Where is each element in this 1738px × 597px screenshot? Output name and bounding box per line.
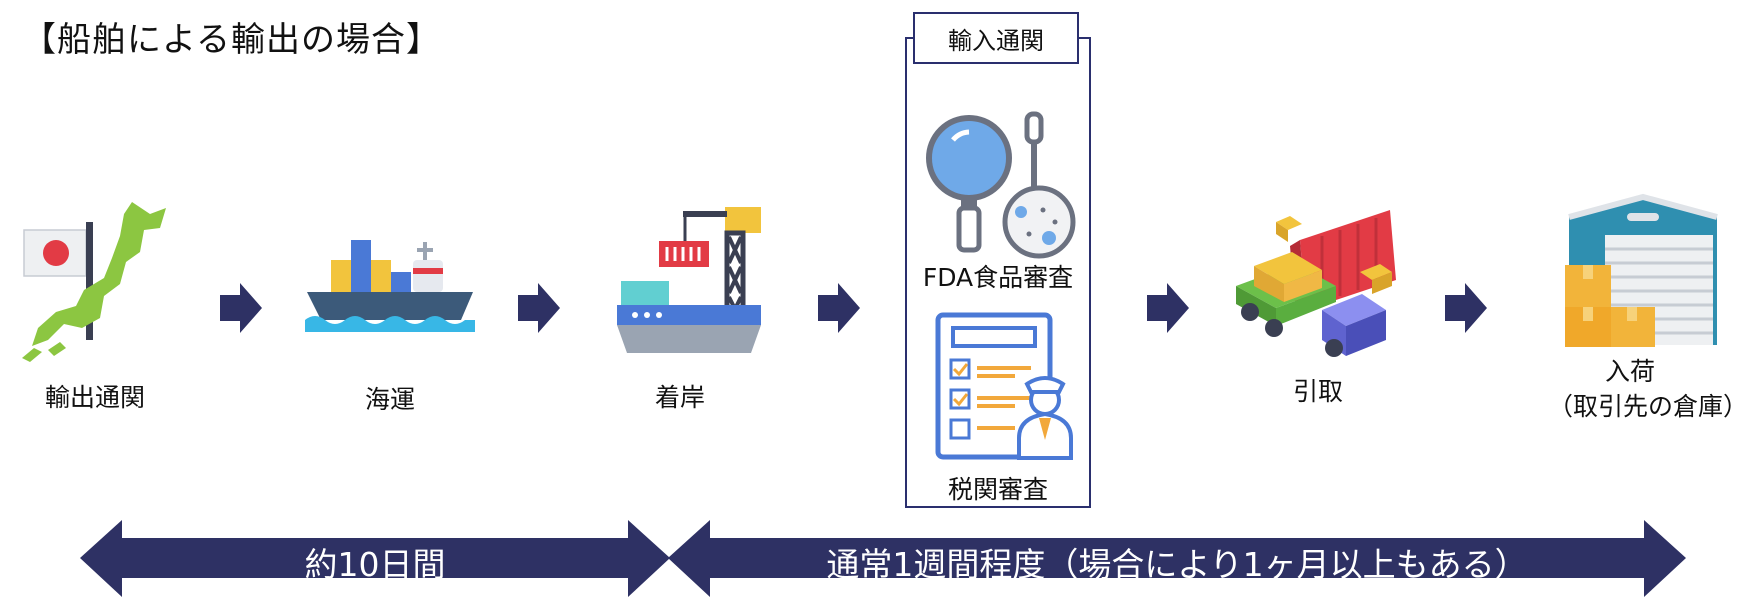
arrow-right-icon <box>1147 283 1189 333</box>
step-label-fda-review: FDA食品審査 <box>922 263 1074 292</box>
warehouse-icon <box>1565 193 1718 347</box>
import-customs-title: 輸入通関 <box>913 12 1079 64</box>
arrow-right-icon <box>818 283 860 333</box>
step-label-arrival: 入荷 <box>1604 357 1655 386</box>
japan-flag-map-icon <box>22 202 166 362</box>
truck-container-icon <box>1236 210 1396 357</box>
duration-label-second: 通常1週間程度（場合により1ヶ月以上もある） <box>826 545 1528 584</box>
container-ship-icon <box>305 240 475 332</box>
step-label-export-customs: 輸出通関 <box>44 383 145 412</box>
duration-arrow-first <box>80 520 670 597</box>
arrow-right-icon <box>220 283 262 333</box>
step-label-customs-review: 税関審査 <box>947 475 1048 504</box>
step-label-sea-transport: 海運 <box>364 385 415 414</box>
page-title: 【船舶による輸出の場合】 <box>22 20 441 60</box>
port-crane-icon <box>617 207 761 353</box>
duration-arrow-second <box>668 520 1686 597</box>
step-label-berthing: 着岸 <box>654 383 705 412</box>
arrow-right-icon <box>518 283 560 333</box>
arrow-right-icon <box>1445 283 1487 333</box>
step-label-pickup: 引取 <box>1292 377 1343 406</box>
customs-checklist-officer-icon <box>935 312 1073 460</box>
duration-label-first: 約10日間 <box>304 545 446 584</box>
magnifier-inspection-icon <box>926 111 1076 259</box>
step-label-arrival-sub: （取引先の倉庫） <box>1548 392 1738 421</box>
